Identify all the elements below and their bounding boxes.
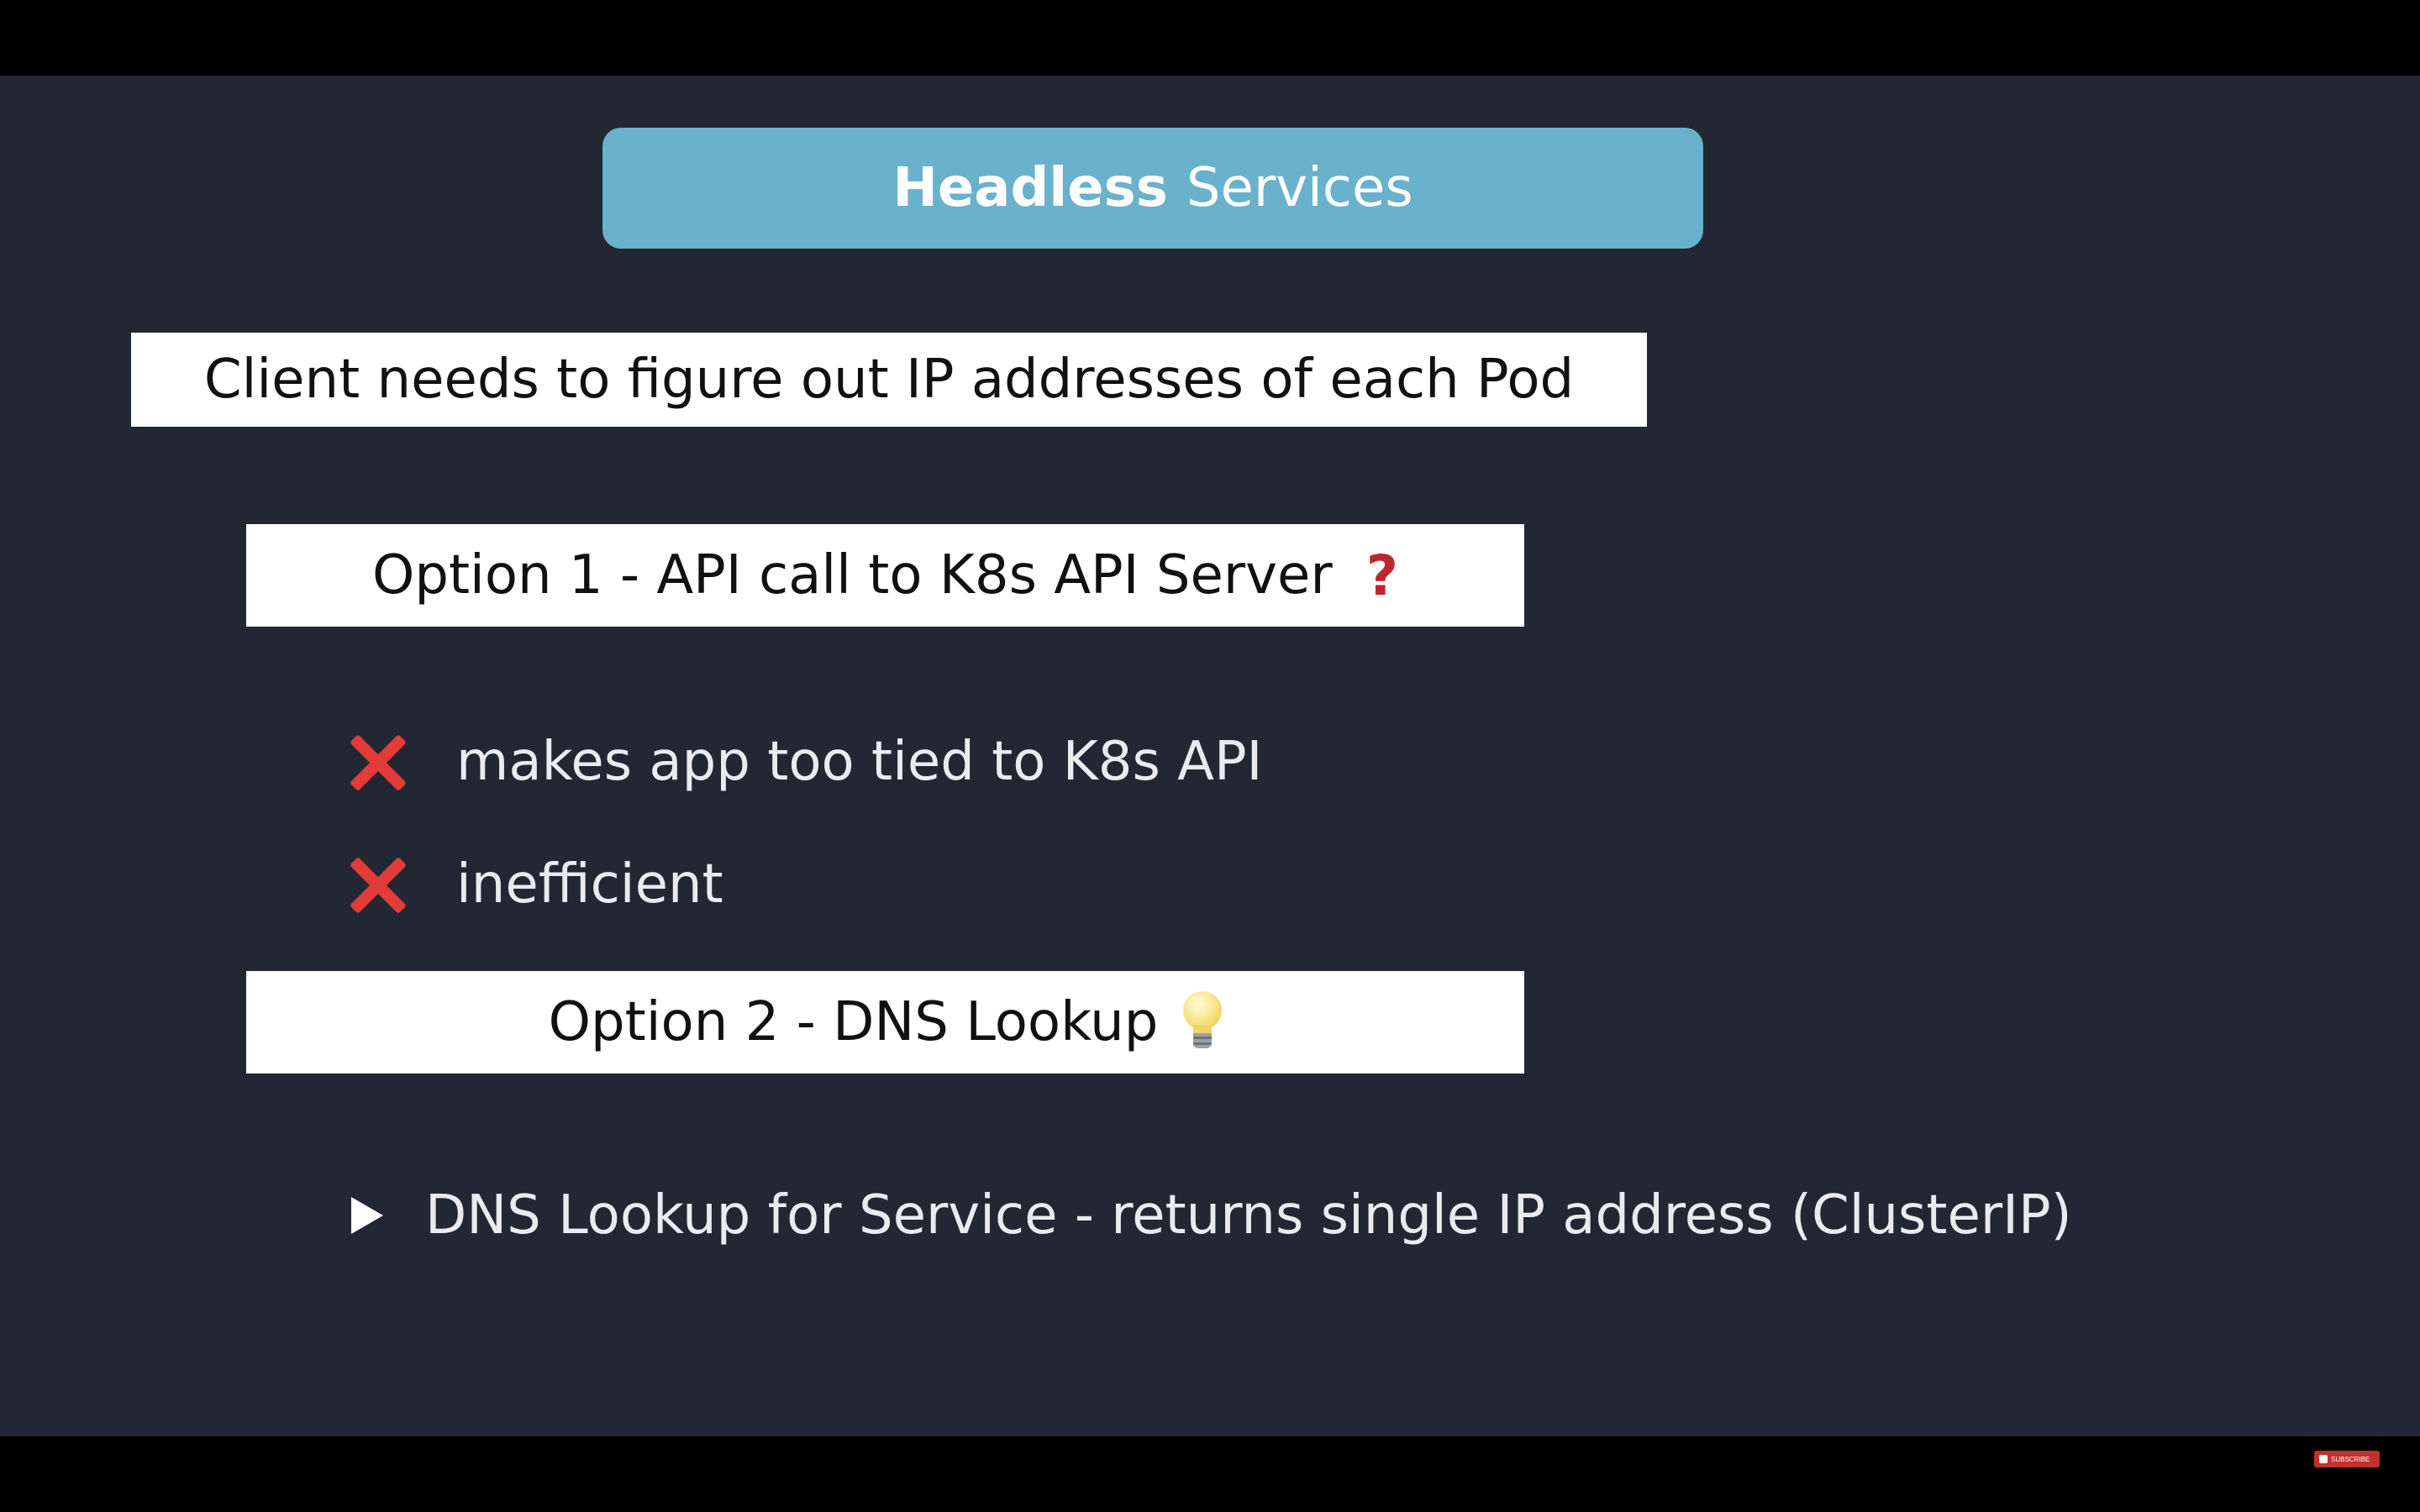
red-x-icon (347, 854, 408, 915)
option2-label: Option 2 - DNS Lookup (548, 991, 1159, 1053)
option2-point-1-text: DNS Lookup for Service - returns single … (425, 1184, 2072, 1247)
question-mark-icon: ? (1365, 543, 1399, 608)
red-x-icon (347, 732, 408, 792)
question-box: Client needs to figure out IP addresses … (131, 333, 1647, 427)
option1-label: Option 1 - API call to K8s API Server (371, 544, 1333, 606)
slide-title: Headless Services (602, 128, 1703, 249)
option1-point-1: makes app too tied to K8s API (347, 731, 1262, 793)
option2-point-1: DNS Lookup for Service - returns single … (351, 1184, 2072, 1247)
triangle-right-icon (351, 1197, 383, 1234)
youtube-play-icon (2319, 1455, 2328, 1463)
question-text: Client needs to figure out IP addresses … (203, 349, 1575, 411)
slide-title-rest: Services (1186, 157, 1413, 219)
video-letterbox-bottom (0, 1436, 2420, 1512)
option1-point-1-text: makes app too tied to K8s API (456, 731, 1263, 793)
option1-point-2: inefficient (347, 853, 723, 916)
option2-box: Option 2 - DNS Lookup (246, 971, 1524, 1074)
slide: Headless Services Client needs to figure… (0, 76, 2420, 1436)
video-letterbox-top (0, 0, 2420, 76)
subscribe-label: SUBSCRIBE (2331, 1455, 2370, 1463)
subscribe-button[interactable]: SUBSCRIBE (2314, 1451, 2380, 1467)
lightbulb-icon (1183, 991, 1223, 1053)
slide-title-bold: Headless (892, 157, 1168, 219)
option1-box: Option 1 - API call to K8s API Server ? (246, 524, 1524, 627)
option1-point-2-text: inefficient (456, 853, 723, 916)
